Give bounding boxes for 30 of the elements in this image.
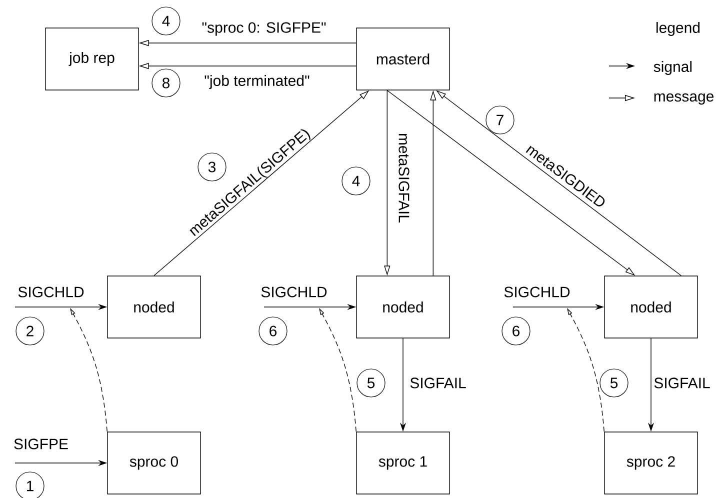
- callout-number: 4: [342, 166, 370, 196]
- callout-number: 6: [258, 316, 288, 346]
- process-box: noded: [107, 276, 201, 338]
- callout-number: 4: [152, 6, 180, 36]
- callout-number: 1: [16, 472, 44, 498]
- callout-number: 5: [600, 368, 628, 398]
- edge-label: "sproc 0: SIGFPE": [202, 22, 326, 36]
- edge-label: SIGCHLD: [504, 286, 570, 298]
- edge-label: "job terminated": [204, 75, 310, 89]
- process-box: sproc 2: [604, 432, 698, 494]
- process-box: masterd: [356, 28, 450, 90]
- callout-number: 6: [502, 316, 530, 346]
- edge-label: SIGCHLD: [261, 286, 327, 298]
- process-box: noded: [356, 276, 450, 338]
- legend-label: signal: [654, 61, 692, 75]
- process-box: sproc 0: [107, 432, 201, 494]
- callout-number: 7: [486, 106, 514, 134]
- callout-number: 5: [356, 368, 386, 398]
- edge-label: SIGFAIL: [654, 378, 710, 388]
- legend-title: legend: [656, 22, 700, 36]
- callout-number: 2: [16, 316, 44, 346]
- callout-number: 8: [152, 68, 180, 98]
- edge-label: SIGCHLD: [18, 286, 84, 298]
- process-box: noded: [604, 276, 698, 338]
- process-box: job rep: [45, 28, 139, 90]
- edge-label: SIGFAIL: [410, 378, 466, 388]
- edge-label: metaSIGFAIL: [398, 134, 410, 223]
- edge-label: SIGFPE: [14, 438, 68, 450]
- legend-label: message: [654, 93, 714, 105]
- process-box: sproc 1: [356, 432, 450, 494]
